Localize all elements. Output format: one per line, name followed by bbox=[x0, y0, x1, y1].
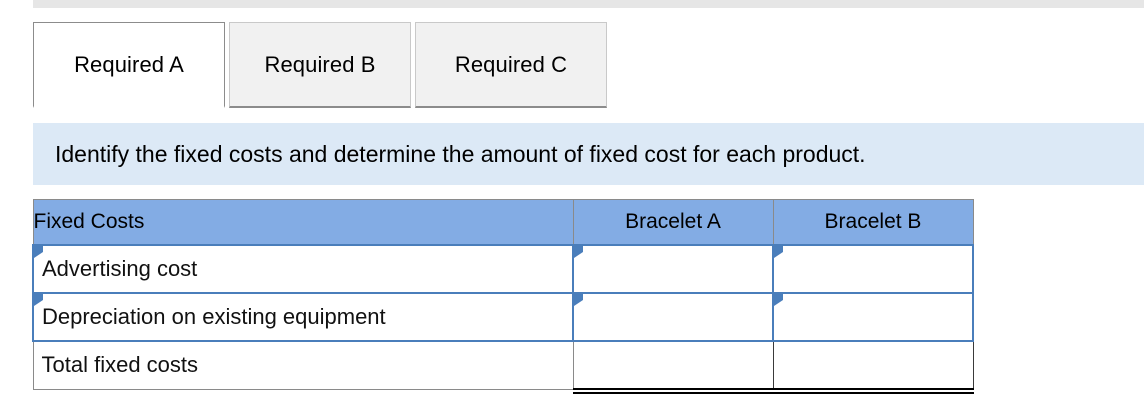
cost-label-value-row-2: Depreciation on existing equipment bbox=[42, 304, 386, 329]
column-header-fixed-costs: Fixed Costs bbox=[32, 199, 574, 246]
cell-marker-triangle-icon bbox=[34, 294, 43, 306]
total-underline-rule bbox=[772, 392, 974, 394]
tab-required-c-label: Required C bbox=[454, 51, 568, 77]
cell-marker-triangle-icon bbox=[574, 294, 583, 306]
tab-required-b-label: Required B bbox=[264, 51, 376, 77]
cell-marker-triangle-icon bbox=[574, 246, 583, 258]
table-row: Total fixed costs bbox=[32, 340, 974, 394]
requirement-tab-bar: Required A Required B Required C bbox=[33, 22, 611, 110]
total-bracelet-a-value bbox=[572, 340, 774, 394]
table-row: Depreciation on existing equipment bbox=[32, 292, 974, 342]
total-row-label: Total fixed costs bbox=[32, 340, 574, 390]
top-gray-strip bbox=[33, 0, 1144, 8]
column-header-bracelet-b: Bracelet B bbox=[772, 199, 974, 246]
total-row-label-text: Total fixed costs bbox=[41, 352, 199, 378]
cell-marker-triangle-icon bbox=[774, 246, 783, 258]
tab-required-c[interactable]: Required C bbox=[415, 22, 607, 108]
bracelet-b-input-row-1[interactable] bbox=[772, 244, 974, 294]
instruction-text: Identify the fixed costs and determine t… bbox=[55, 140, 866, 167]
fixed-costs-table: Fixed Costs Bracelet A Bracelet B Advert… bbox=[32, 199, 974, 394]
tab-required-a[interactable]: Required A bbox=[33, 22, 225, 108]
total-underline-rule bbox=[572, 392, 774, 394]
table-row: Advertising cost bbox=[32, 244, 974, 294]
tab-required-b[interactable]: Required B bbox=[229, 22, 411, 108]
cell-marker-triangle-icon bbox=[774, 294, 783, 306]
bracelet-b-input-row-2[interactable] bbox=[772, 292, 974, 342]
tab-required-a-label: Required A bbox=[74, 51, 184, 77]
bracelet-a-input-row-1[interactable] bbox=[572, 244, 774, 294]
cost-label-value-row-1: Advertising cost bbox=[42, 256, 198, 281]
cost-label-input-row-1[interactable]: Advertising cost bbox=[32, 244, 574, 294]
cost-label-input-row-2[interactable]: Depreciation on existing equipment bbox=[32, 292, 574, 342]
instruction-banner: Identify the fixed costs and determine t… bbox=[33, 123, 1144, 185]
bracelet-a-input-row-2[interactable] bbox=[572, 292, 774, 342]
cell-marker-triangle-icon bbox=[34, 246, 43, 258]
total-bracelet-b-value bbox=[772, 340, 974, 394]
table-header-row: Fixed Costs Bracelet A Bracelet B bbox=[32, 199, 974, 246]
column-header-bracelet-a: Bracelet A bbox=[572, 199, 774, 246]
